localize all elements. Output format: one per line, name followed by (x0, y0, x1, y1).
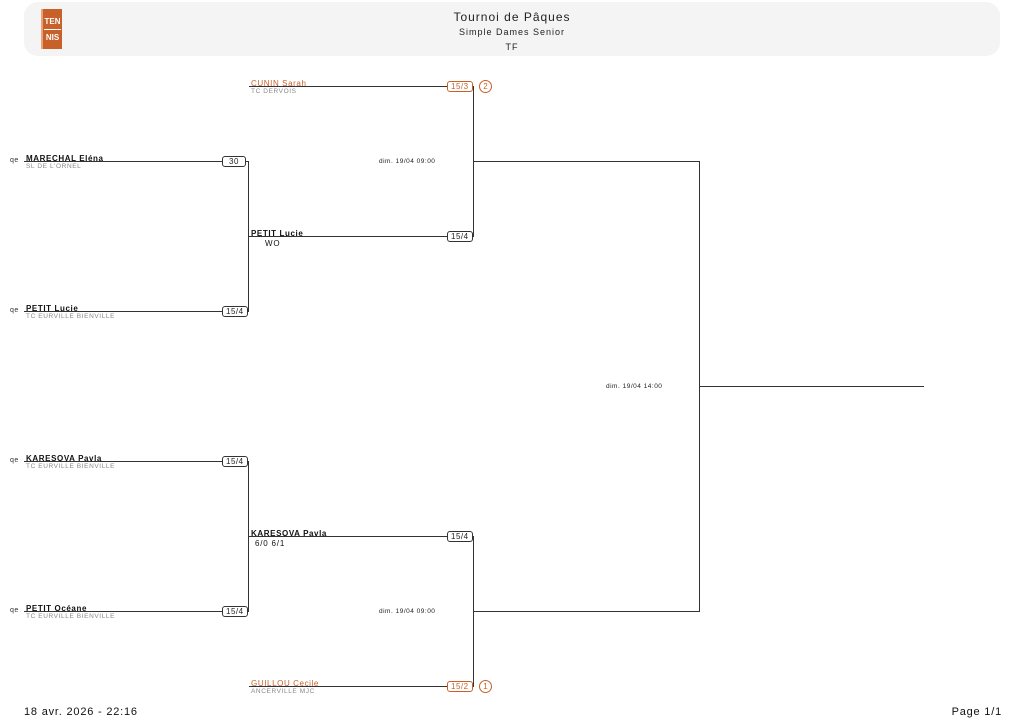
bracket-line (248, 461, 249, 612)
ranking-badge: 15/4 (447, 531, 473, 542)
player-name: KARESOVA Pavla (26, 454, 102, 463)
player-name: PETIT Lucie (26, 304, 79, 313)
bracket-line (474, 611, 699, 612)
bracket-line (24, 611, 248, 612)
ranking-badge: 15/2 (447, 681, 473, 692)
match-result: 6/0 6/1 (255, 539, 286, 548)
seed-number-badge: 1 (479, 680, 492, 693)
logo-text-bottom: NIS (45, 33, 60, 42)
qe-label: qe (10, 307, 19, 314)
header-bar: TEN NIS Tournoi de Pâques Simple Dames S… (24, 2, 1000, 56)
ranking-badge: 15/4 (222, 306, 248, 317)
bracket-line (700, 386, 924, 387)
bracket-line (24, 311, 248, 312)
ranking-badge: 15/4 (447, 231, 473, 242)
bracket-line (699, 161, 700, 612)
seeded-player-name: CUNIN Sarah (251, 79, 307, 88)
match-schedule: dim. 19/04 09:00 (379, 158, 436, 165)
player-club: TC EURVILLE BIENVILLE (26, 613, 116, 620)
table-label: TF (505, 42, 519, 52)
qe-label: qe (10, 157, 19, 164)
bracket-line (24, 461, 248, 462)
tennis-logo-icon: TEN NIS (41, 9, 62, 49)
bracket-line (474, 161, 699, 162)
page-number: Page 1/1 (951, 706, 1002, 718)
player-club: SL DE L'ORNEL (26, 163, 82, 170)
player-name: MARECHAL Eléna (26, 154, 104, 163)
tournament-title: Tournoi de Pâques (453, 10, 571, 24)
bracket-line (473, 536, 474, 687)
qe-label: qe (10, 607, 19, 614)
player-club: ANCERVILLE MJC (251, 688, 315, 695)
bracket-line (248, 161, 249, 312)
bracket-line (249, 536, 473, 537)
draw-category: Simple Dames Senior (458, 27, 566, 37)
bracket-line (249, 686, 473, 687)
player-club: TC EURVILLE BIENVILLE (26, 463, 116, 470)
ranking-badge: 15/3 (447, 81, 473, 92)
bracket-line (24, 161, 248, 162)
logo-text-top: TEN (44, 17, 61, 26)
ranking-badge: 30 (222, 156, 246, 167)
winner-name: KARESOVA Pavla (251, 529, 327, 538)
winner-name: PETIT Lucie (251, 229, 304, 238)
player-club: TC DERVOIS (251, 88, 297, 95)
player-club: TC EURVILLE BIENVILLE (26, 313, 116, 320)
seed-number-badge: 2 (479, 80, 492, 93)
bracket-line (249, 236, 473, 237)
player-name: PETIT Océane (26, 604, 87, 613)
match-result: WO (265, 239, 281, 248)
bracket-line (473, 86, 474, 237)
ranking-badge: 15/4 (222, 456, 248, 467)
match-schedule: dim. 19/04 14:00 (606, 383, 663, 390)
seeded-player-name: GUILLOU Cecile (251, 679, 319, 688)
print-timestamp: 18 avr. 2026 - 22:16 (24, 706, 138, 718)
bracket-line (249, 86, 473, 87)
ranking-badge: 15/4 (222, 606, 248, 617)
match-schedule: dim. 19/04 09:00 (379, 608, 436, 615)
qe-label: qe (10, 457, 19, 464)
